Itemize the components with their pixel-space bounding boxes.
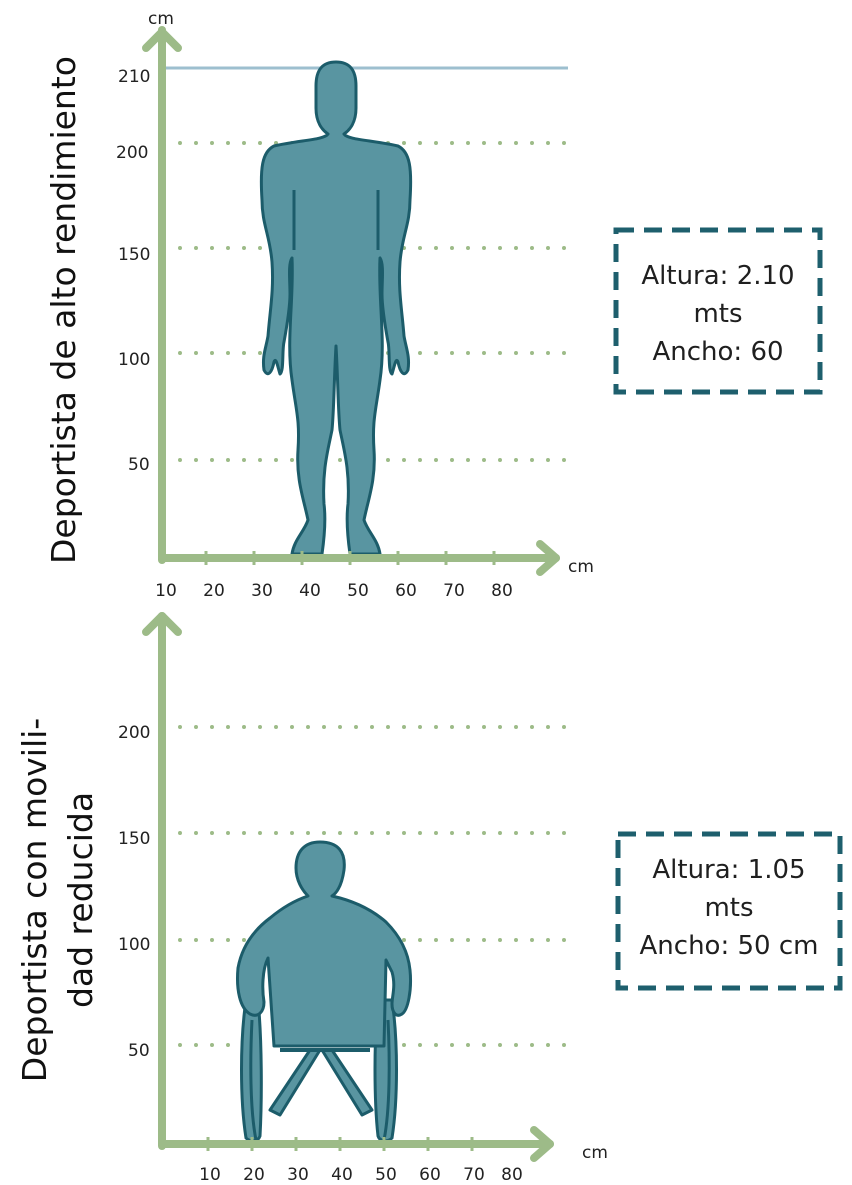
x-axis-unit: cm	[582, 1143, 608, 1163]
x-tick-label: 10	[199, 1165, 221, 1185]
x-tick-label: 40	[331, 1165, 353, 1185]
x-tick-label: 80	[491, 581, 513, 601]
y-tick-label: 200	[116, 143, 148, 163]
x-tick-label: 30	[287, 1165, 309, 1185]
info-height: Altura: 1.05	[652, 855, 805, 885]
y-tick-label: 150	[118, 829, 150, 849]
x-tick-label: 50	[347, 581, 369, 601]
y-tick-label: 50	[128, 455, 150, 475]
panel-title-line-1: Deportista con movili-	[15, 718, 54, 1082]
y-tick-label: 50	[128, 1041, 150, 1061]
standing-athlete-icon	[261, 62, 410, 554]
x-tick-label: 20	[243, 1165, 265, 1185]
info-height: Altura: 2.10	[641, 261, 794, 291]
x-tick-label: 40	[299, 581, 321, 601]
info-box: Altura: 1.05 mts Ancho: 50 cm	[618, 834, 840, 988]
x-tick-label: 60	[419, 1165, 441, 1185]
y-tick-label: 200	[118, 723, 150, 743]
y-tick-label: 100	[118, 350, 150, 370]
x-tick-labels: 10 20 30 40 50 60 70 80	[155, 581, 513, 601]
wheelchair-user-icon	[238, 842, 411, 1141]
x-tick-label: 20	[203, 581, 225, 601]
x-tick-label: 70	[443, 581, 465, 601]
x-tick-label: 80	[501, 1165, 523, 1185]
info-width: Ancho: 50 cm	[640, 931, 819, 961]
x-tick-label: 60	[395, 581, 417, 601]
panel-title: Deportista de alto rendimiento	[44, 56, 83, 564]
y-axis-unit: cm	[148, 9, 174, 29]
y-tick-label: 100	[118, 935, 150, 955]
info-height-unit: mts	[704, 893, 753, 923]
x-tick-labels: 10 20 30 40 50 60 70 80	[199, 1165, 523, 1185]
x-tick-label: 50	[375, 1165, 397, 1185]
x-tick-label: 70	[463, 1165, 485, 1185]
info-height-unit: mts	[693, 299, 742, 329]
x-axis-unit: cm	[568, 557, 594, 577]
panel-wheelchair-athlete: Deportista con movili- dad reducida	[15, 616, 840, 1185]
panel-title-line-2: dad reducida	[61, 792, 100, 1008]
panel-standing-athlete: Deportista de alto rendimiento	[44, 9, 820, 601]
info-width: Ancho: 60	[652, 337, 783, 367]
y-tick-label: 150	[118, 245, 150, 265]
y-tick-label: 210	[118, 67, 150, 87]
x-tick-label: 30	[251, 581, 273, 601]
info-box: Altura: 2.10 mts Ancho: 60	[616, 230, 820, 392]
x-tick-label: 10	[155, 581, 177, 601]
